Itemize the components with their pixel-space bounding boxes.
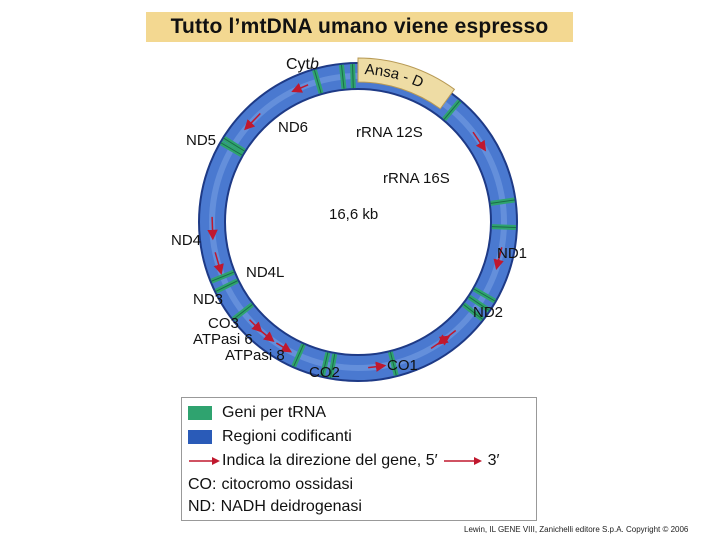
gene-label-nd2: ND2 bbox=[473, 305, 503, 320]
copyright-credit: Lewin, IL GENE VIII, Zanichelli editore … bbox=[464, 525, 688, 534]
legend-row-nd: ND: NADH deidrogenasi bbox=[188, 497, 362, 517]
gene-label-rrna16s: rRNA 16S bbox=[383, 171, 450, 186]
cytb-prefix: Cyt bbox=[286, 56, 310, 73]
mtdna-ring-diagram: Ansa - D bbox=[0, 0, 720, 395]
gene-label-rrna12s: rRNA 12S bbox=[356, 125, 423, 140]
gene-label-nd5: ND5 bbox=[186, 133, 216, 148]
legend-trna-text: Geni per tRNA bbox=[222, 404, 326, 422]
legend-direction-text: Indica la direzione del gene, 5′ bbox=[222, 452, 438, 470]
coding-swatch bbox=[188, 430, 212, 444]
legend-nd-text: NADH deidrogenasi bbox=[221, 498, 362, 516]
gene-direction-arrow bbox=[212, 217, 213, 237]
gene-label-nd6: ND6 bbox=[278, 120, 308, 135]
legend-row-coding: Regioni codificanti bbox=[188, 427, 352, 447]
genome-size-label: 16,6 kb bbox=[329, 207, 378, 222]
legend-row-trna: Geni per tRNA bbox=[188, 403, 326, 423]
gene-label-cytb: Cytb bbox=[286, 57, 319, 73]
direction-inline-arrow-icon bbox=[442, 454, 484, 468]
gene-label-atpase6: ATPasi 6 bbox=[193, 332, 253, 347]
gene-label-co2: CO2 bbox=[309, 365, 340, 380]
gene-label-nd4: ND4 bbox=[171, 233, 201, 248]
gene-label-nd4l: ND4L bbox=[246, 265, 284, 280]
legend-row-co: CO: citocromo ossidasi bbox=[188, 475, 353, 495]
trna-swatch bbox=[188, 406, 212, 420]
gene-label-co1: CO1 bbox=[387, 358, 418, 373]
legend-co-text: citocromo ossidasi bbox=[221, 476, 353, 494]
direction-arrow-icon bbox=[188, 454, 222, 468]
legend-direction-end: 3′ bbox=[488, 452, 500, 470]
legend-co-abbr: CO: bbox=[188, 476, 216, 494]
gene-label-co3: CO3 bbox=[208, 316, 239, 331]
legend-box: Geni per tRNA Regioni codificanti Indica… bbox=[181, 397, 537, 521]
gene-label-atpase8: ATPasi 8 bbox=[225, 348, 285, 363]
legend-nd-abbr: ND: bbox=[188, 498, 216, 516]
gene-label-nd1: ND1 bbox=[497, 246, 527, 261]
legend-coding-text: Regioni codificanti bbox=[222, 428, 352, 446]
gene-label-nd3: ND3 bbox=[193, 292, 223, 307]
legend-row-direction: Indica la direzione del gene, 5′ 3′ bbox=[188, 451, 500, 471]
cytb-suffix: b bbox=[310, 56, 319, 73]
